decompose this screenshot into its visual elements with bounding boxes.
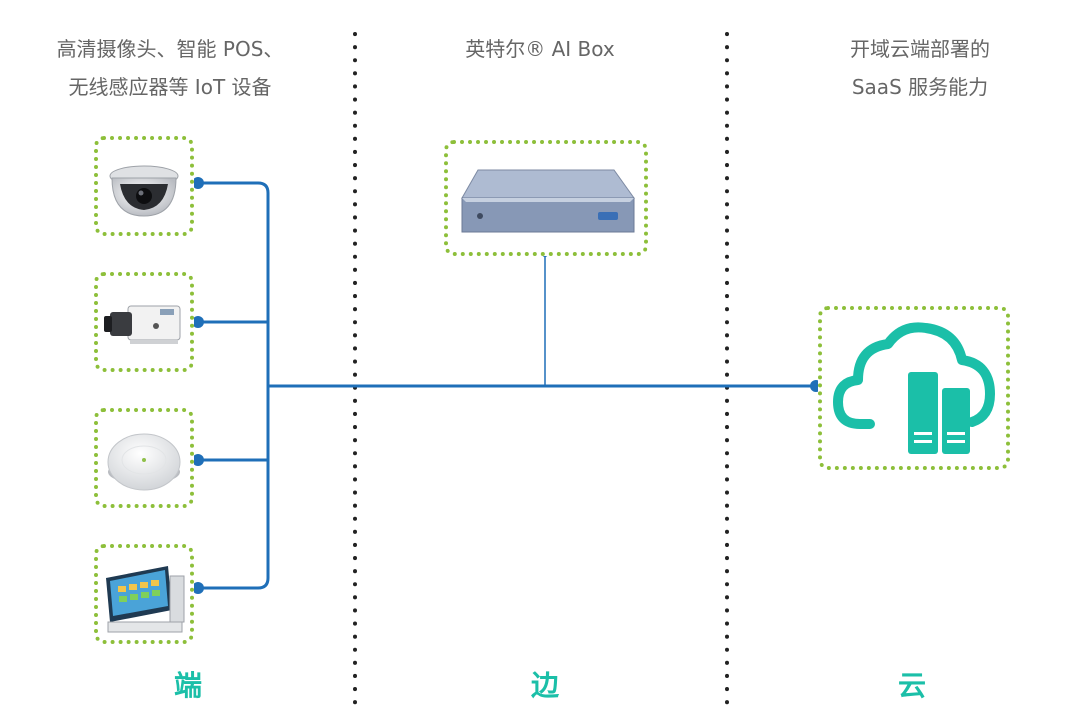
connector-dot-2 — [192, 316, 204, 328]
cloud-footer-label: 云 — [897, 669, 926, 702]
connector-dot-3 — [192, 454, 204, 466]
cloud-title-line1: 开域云端部署的 — [850, 37, 990, 61]
cloud-server-icon — [833, 322, 995, 454]
wireless-sensor-box — [94, 408, 194, 508]
ai-box-frame — [444, 140, 648, 256]
cloud-column-title: 开域云端部署的 SaaS 服务能力 — [760, 30, 1080, 106]
wireless-sensor-icon — [107, 433, 181, 491]
cloud-box — [818, 306, 1010, 470]
terminal-column-title: 高清摄像头、智能 POS、 无线感应器等 IoT 设备 — [10, 30, 330, 106]
edge-footer-label: 边 — [530, 669, 559, 702]
terminal-footer-label: 端 — [173, 669, 202, 702]
connector-dot-1 — [192, 177, 204, 189]
box-camera-icon — [104, 305, 181, 344]
connector-dot-4 — [192, 582, 204, 594]
box-camera-box — [94, 272, 194, 372]
dome-camera-box — [94, 136, 194, 236]
ai-box-icon — [461, 169, 635, 233]
pos-terminal-box — [94, 544, 194, 644]
dome-camera-icon — [109, 165, 179, 217]
edge-title-line1: 英特尔® AI Box — [465, 37, 615, 61]
pos-terminal-icon — [106, 566, 185, 633]
terminal-title-line1: 高清摄像头、智能 POS、 — [56, 37, 284, 61]
connector-device-1 — [198, 181, 270, 590]
edge-column-title: 英特尔® AI Box — [380, 30, 700, 68]
terminal-title-line2: 无线感应器等 IoT 设备 — [68, 75, 272, 99]
cloud-title-line2: SaaS 服务能力 — [851, 75, 989, 99]
